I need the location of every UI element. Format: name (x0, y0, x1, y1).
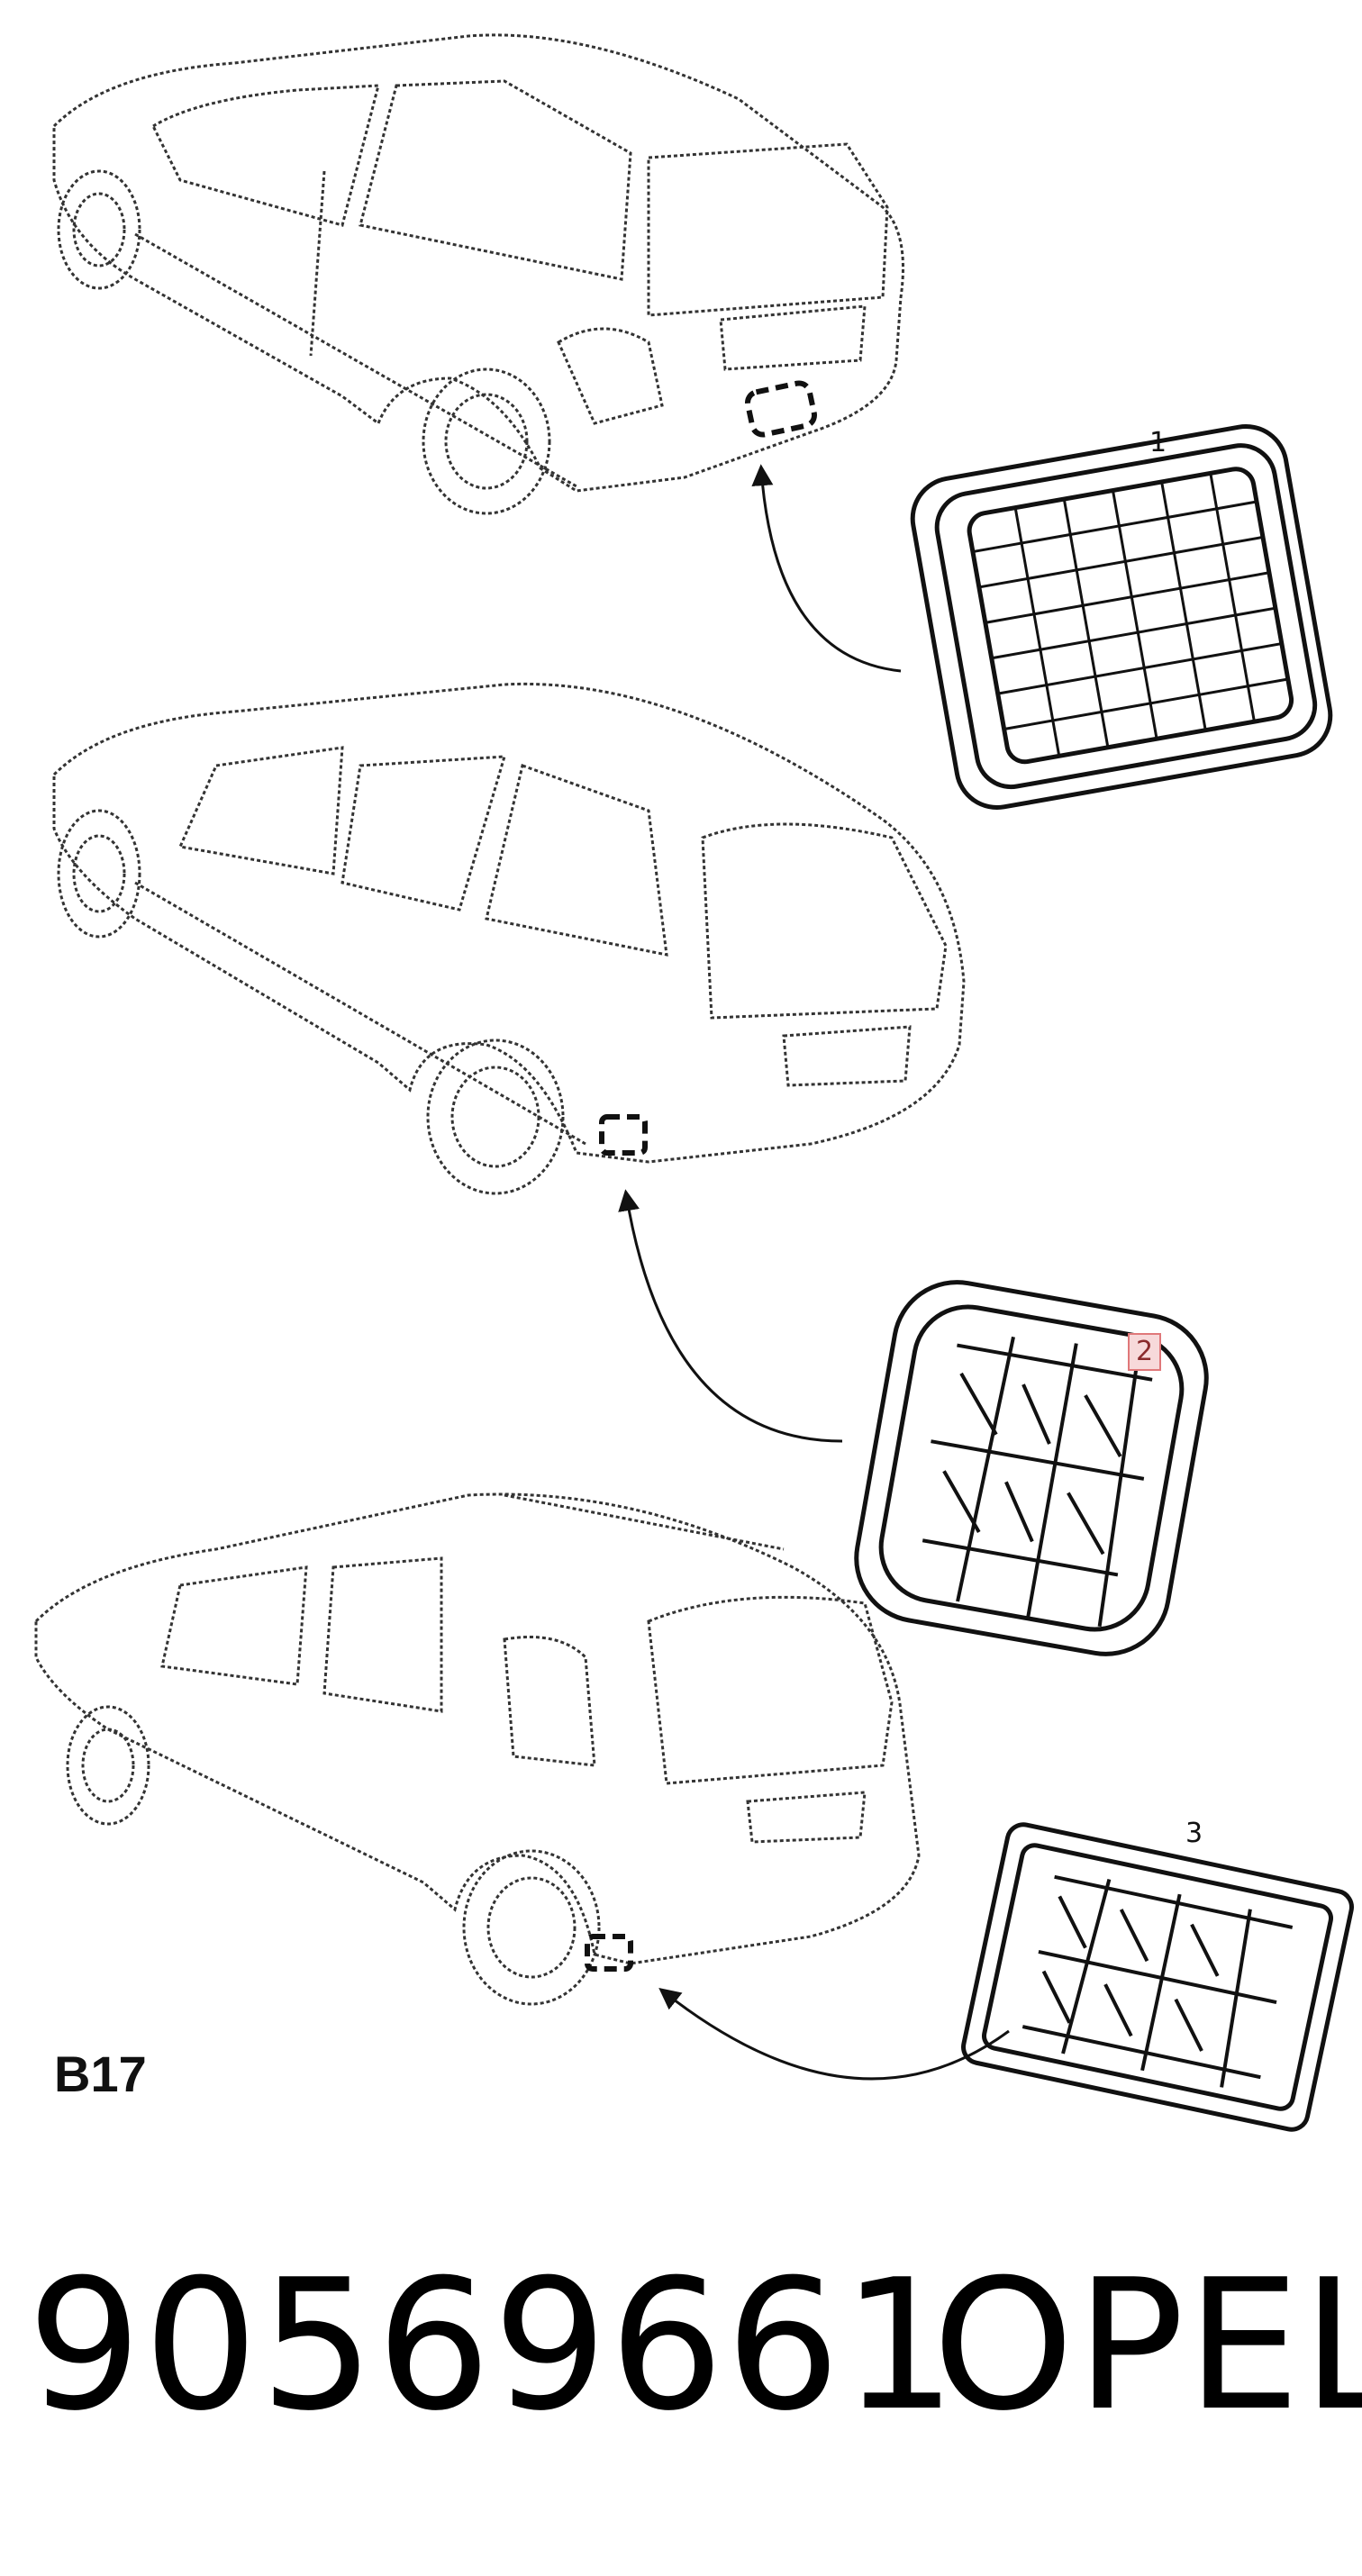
arrow-to-hatchback (751, 464, 902, 673)
part-1-vent-grille (910, 423, 1333, 811)
callout-part-1: 1 (1149, 427, 1167, 458)
part-2-vent-grille (854, 1280, 1209, 1656)
estate-vent-location-marker (599, 1114, 648, 1156)
hatchback-vent-location-marker (745, 380, 817, 438)
callout-part-3: 3 (1185, 1818, 1203, 1849)
mpv-car (34, 1492, 921, 2006)
arrow-to-estate (618, 1189, 843, 1443)
part-number: 90569661 (27, 2241, 958, 2451)
mpv-vent-location-marker (585, 1934, 633, 1972)
estate-car (52, 682, 966, 1195)
callout-part-2: 2 (1128, 1333, 1162, 1371)
part-3-vent-grille (961, 1822, 1354, 2132)
hatchback-car (52, 33, 904, 515)
brand-name: OPEL (932, 2241, 1362, 2451)
arrow-to-mpv (658, 1988, 1010, 2081)
diagram-code: B17 (54, 2045, 147, 2102)
